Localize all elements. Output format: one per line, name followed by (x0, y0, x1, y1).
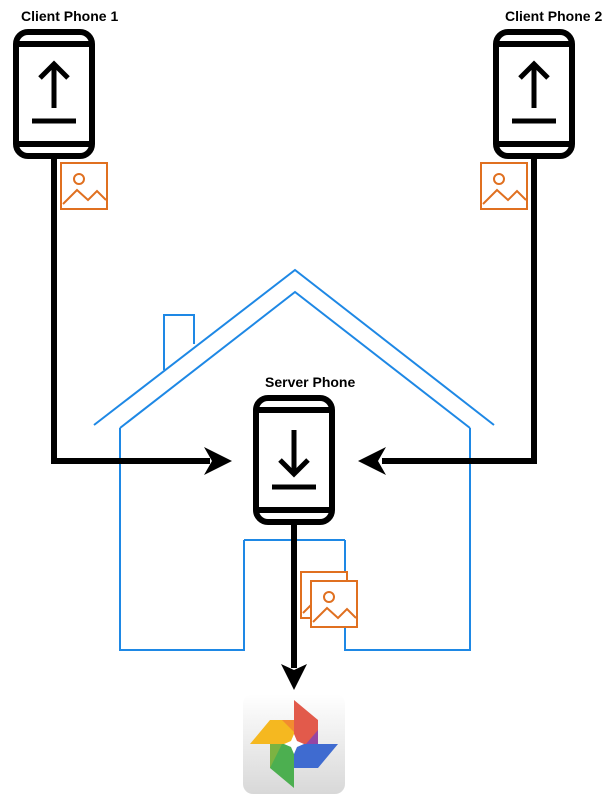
arrowhead-right (204, 447, 232, 475)
client-phone-2-icon (493, 29, 575, 159)
client-phone-1-icon (13, 29, 95, 159)
roof-inner (119, 290, 471, 429)
roof-outer (93, 268, 495, 426)
client-phone-1-label: Client Phone 1 (21, 8, 119, 24)
google-photos-icon (243, 694, 345, 794)
server-phone-icon (253, 395, 335, 525)
arrowhead-down (281, 664, 307, 690)
client-1-image-icon (60, 162, 108, 210)
client-2-image-icon (480, 162, 528, 210)
client-1-line (51, 157, 210, 464)
client-phone-2-label: Client Phone 2 (505, 8, 603, 24)
chimney (163, 314, 195, 370)
house-left-wall (119, 428, 245, 651)
server-phone-label: Server Phone (265, 374, 356, 390)
connection-lines (51, 157, 537, 668)
client-2-line (382, 157, 537, 464)
server-image-stack-icon (300, 571, 358, 628)
arrowhead-left (358, 447, 386, 475)
